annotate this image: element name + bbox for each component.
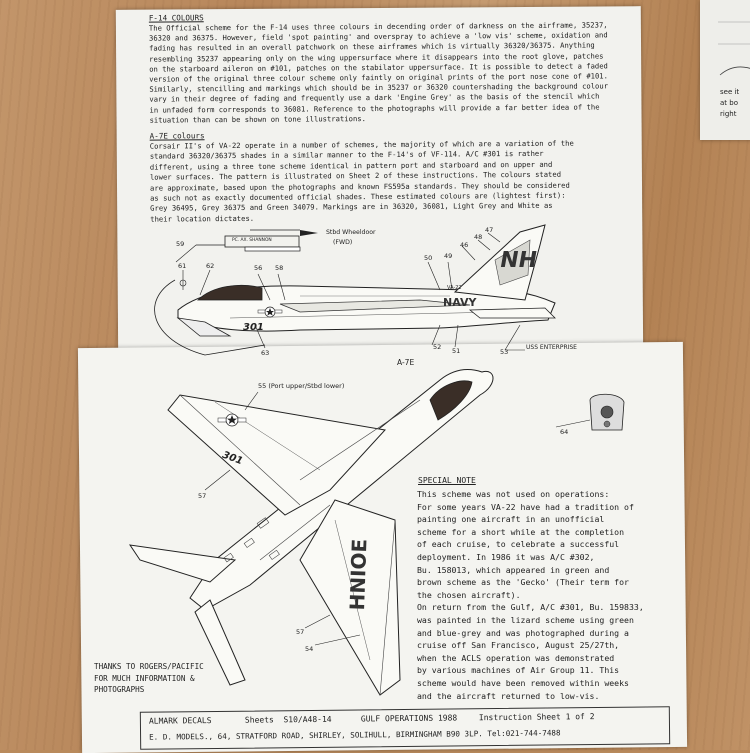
footer-title: GULF OPERATIONS 1988 [360, 713, 458, 724]
special-note-line: cruise off San Francisco, August 25/27th… [417, 640, 620, 651]
side-callout-number: 63 [261, 349, 270, 357]
footer-sheets: Sheets S10/A48-14 [244, 714, 332, 725]
special-note-line: when the ACLS operation was demonstrated [417, 652, 615, 663]
special-note-line: brown scheme as the 'Gecko' (Their term … [417, 577, 629, 588]
special-note-line: painting one aircraft in an unofficial [417, 514, 605, 525]
adjacent-text-1: see it [720, 88, 740, 96]
wing-code: HNIOE [345, 538, 372, 611]
side-callout-number: 51 [452, 347, 461, 355]
thanks-line: THANKS TO ROGERS/PACIFIC [94, 662, 204, 671]
side-modex: 301 [243, 322, 264, 333]
special-note-line: by various machines of Air Group 11. Thi… [417, 665, 620, 676]
special-note-line: On return from the Gulf, A/C #301, Bu. 1… [417, 602, 644, 613]
side-callout-number: 48 [474, 233, 483, 241]
side-callout-number: 56 [254, 264, 263, 272]
ship-name-label: USS ENTERPRISE [526, 344, 577, 351]
footer-instruction: Instruction Sheet 1 of 2 [478, 712, 595, 723]
navy-marking: NAVY [443, 296, 477, 309]
special-note-line: of each cruise, to celebrate a successfu… [417, 539, 620, 550]
aircraft-type-label: A-7E [397, 358, 415, 367]
special-note-line: deployment. In 1986 it was A/C #302, [417, 552, 595, 562]
side-callout-number: 62 [206, 262, 215, 270]
squadron-marking: VA-22 [447, 285, 462, 291]
adjacent-text-2: at bo [720, 99, 738, 107]
plan-callout-number: 64 [560, 428, 569, 436]
plan-callout-number: 54 [305, 645, 314, 653]
port-upper-label: 55 (Port upper/Stbd lower) [258, 382, 345, 390]
side-callout-number: 52 [433, 343, 442, 351]
thanks-line: PHOTOGRAPHS [94, 685, 145, 694]
pilot-name-label: PC. AX. SHANNON [232, 238, 272, 243]
side-callout-number: 58 [275, 264, 284, 272]
special-note-line: scheme would have been removed within we… [417, 678, 629, 688]
special-note-line: and the aircraft returned to low-vis. [417, 690, 600, 701]
adjacent-text-3: right [720, 110, 737, 118]
side-callout-number: 53 [500, 348, 509, 356]
special-note-line: For some years VA-22 have had a traditio… [417, 501, 634, 512]
adjacent-sketch [718, 21, 750, 76]
special-note-line: the chosen aircraft). [417, 589, 521, 600]
footer-brand: ALMARK DECALS [148, 716, 212, 726]
special-note-line: and blue-grey and was photographed durin… [417, 627, 629, 638]
footer-box: ALMARK DECALS Sheets S10/A48-14 GULF OPE… [139, 706, 671, 750]
stbd-wheeldoor-label: Stbd Wheeldoor [326, 229, 376, 236]
plan-callout-number: 57 [198, 492, 207, 500]
side-callout-number: 50 [424, 254, 433, 262]
thanks-line: FOR MUCH INFORMATION & [94, 673, 195, 683]
adjacent-sheet: see it at bo right [700, 0, 750, 140]
footer-address: E. D. MODELS., 64, STRATFORD ROAD, SHIRL… [149, 728, 561, 742]
special-note-line: This scheme was not used on operations: [417, 489, 610, 499]
special-note-line: scheme for a short while at the completi… [417, 526, 625, 537]
side-callout-number: 47 [485, 226, 494, 234]
fwd-label: (FWD) [333, 239, 353, 246]
side-callout-number: 46 [460, 241, 469, 249]
special-note-line: Bu. 158013, which appeared in green and [417, 564, 610, 575]
special-note-line: was painted in the lizard scheme using g… [417, 615, 634, 625]
special-note-heading: SPECIAL NOTE [418, 476, 476, 485]
side-callout-number: 59 [176, 240, 185, 248]
side-callout-number: 49 [444, 252, 453, 260]
plan-callout-number: 57 [296, 628, 305, 636]
side-callout-number: 61 [178, 262, 187, 270]
